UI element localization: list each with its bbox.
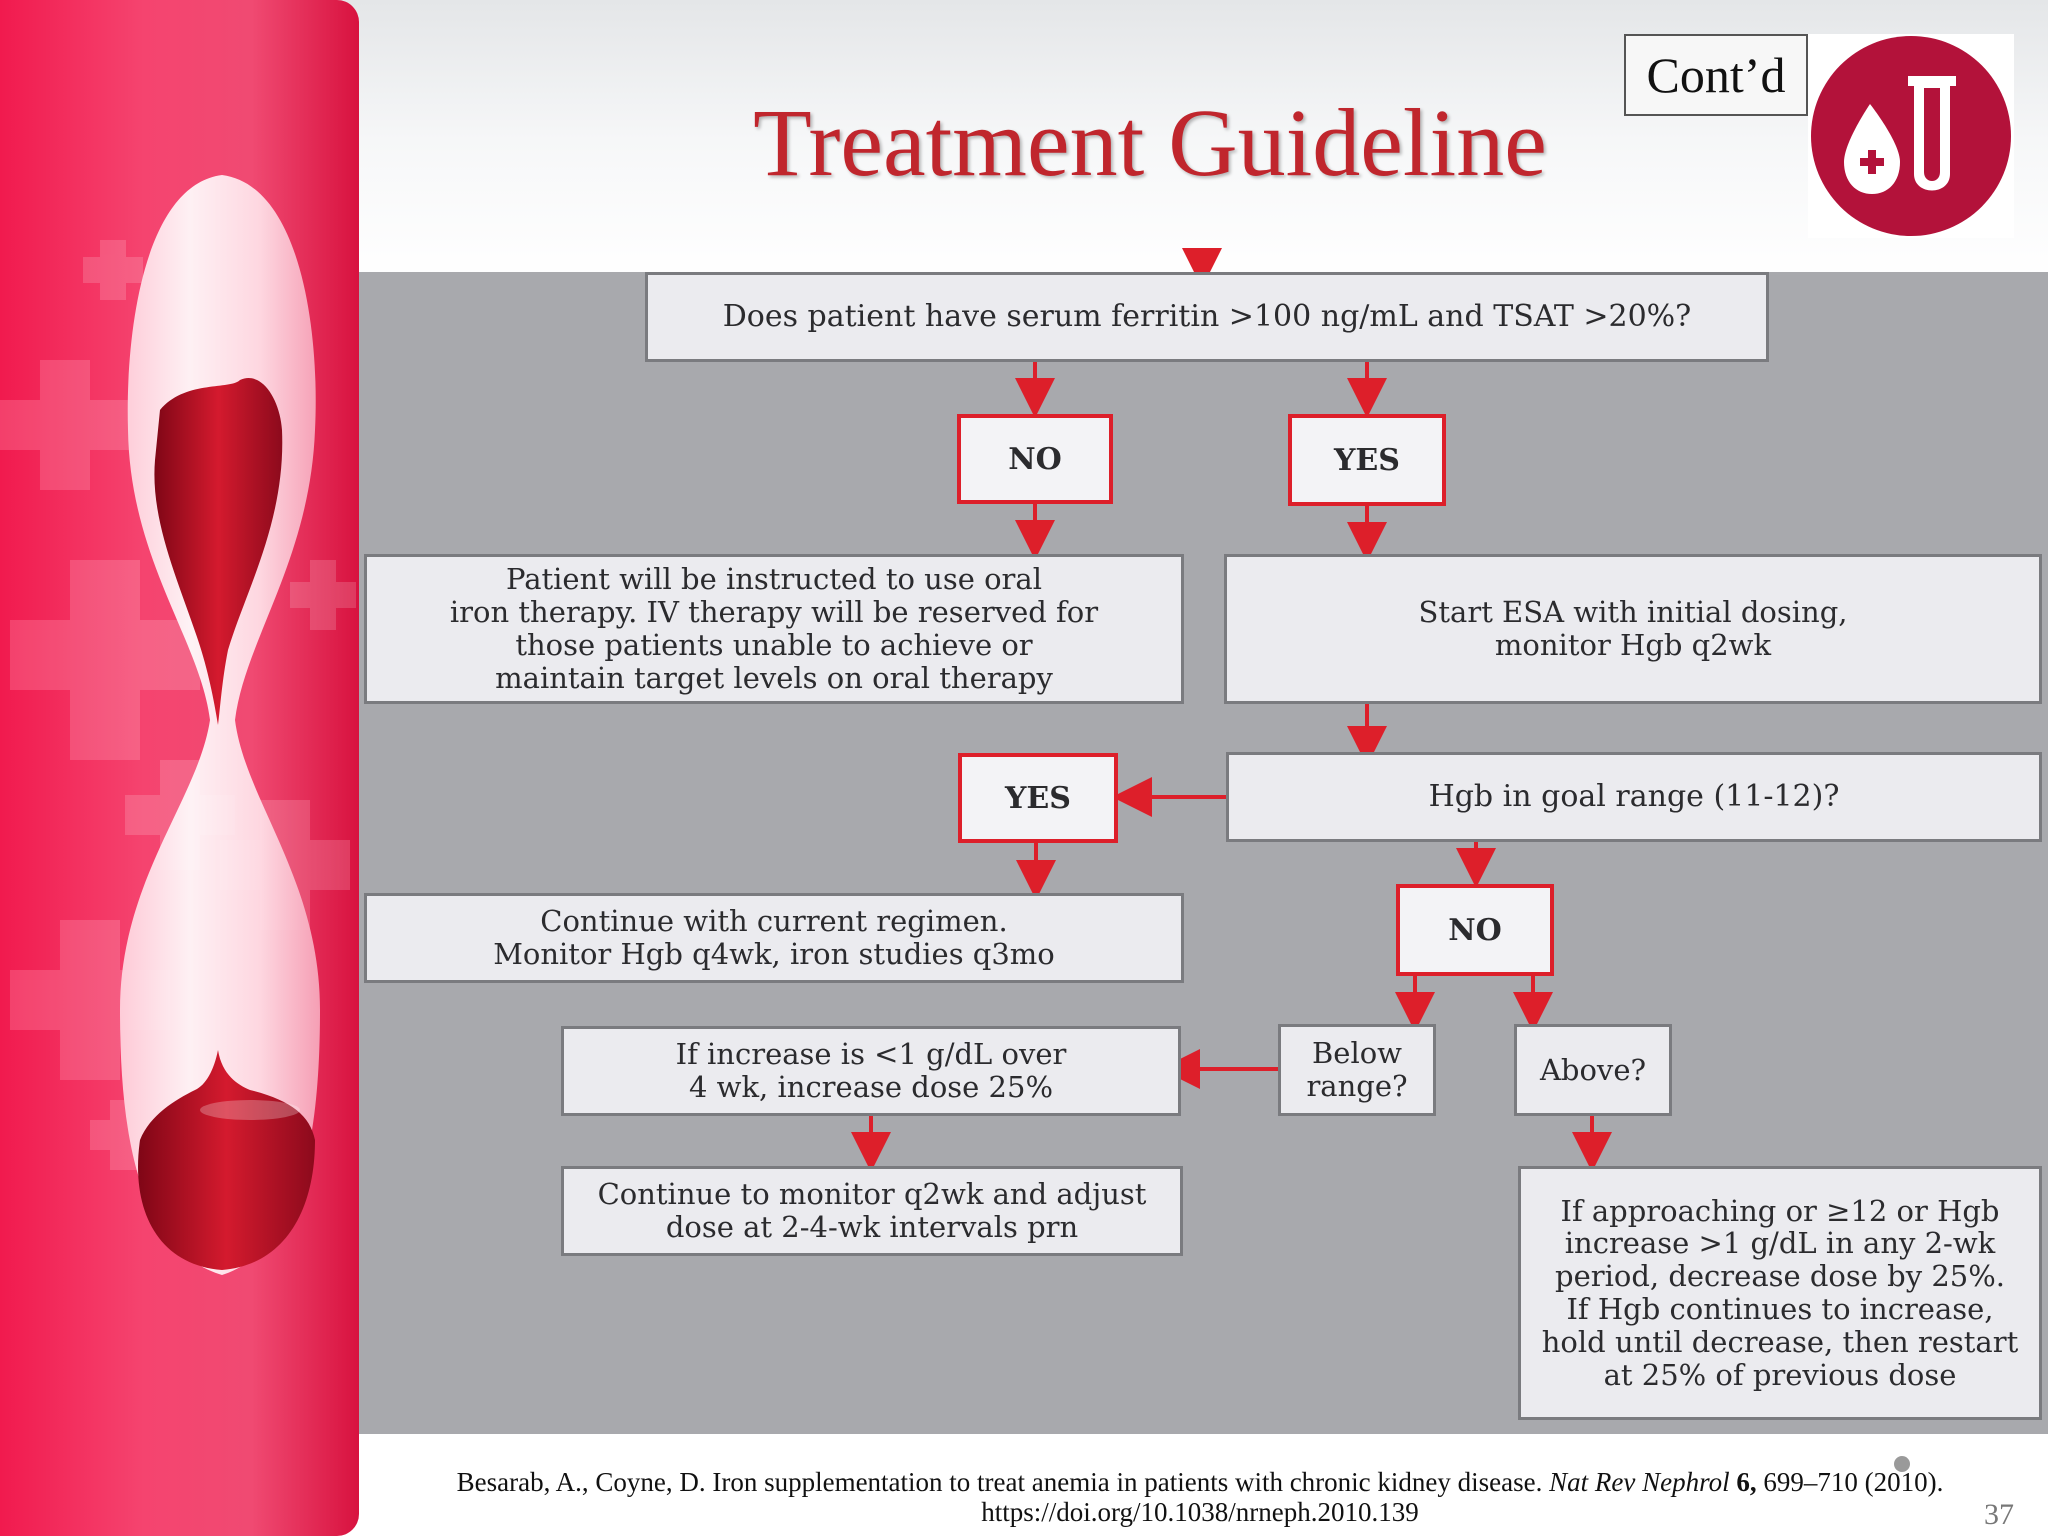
- no-decision-1: NO: [957, 414, 1113, 504]
- citation-doi-link[interactable]: https://doi.org/10.1038/nrneph.2010.139: [981, 1496, 1419, 1527]
- no-decision-2: NO: [1396, 884, 1554, 976]
- citation-line-1: Besarab, A., Coyne, D. Iron supplementat…: [456, 1467, 1944, 1497]
- decrease-dose-box: If approaching or ≥12 or Hgb increase >1…: [1518, 1166, 2042, 1420]
- above-range-box: Above?: [1514, 1024, 1672, 1116]
- yes-decision-2: YES: [958, 753, 1118, 843]
- medical-cross-pattern: [0, 240, 356, 1170]
- oral-iron-box: Patient will be instructed to use oral i…: [364, 554, 1184, 704]
- hourglass-illustration: [0, 175, 356, 1275]
- continue-regimen-box: Continue with current regimen. Monitor H…: [364, 893, 1184, 983]
- increase-dose-box: If increase is <1 g/dL over 4 wk, increa…: [561, 1026, 1181, 1116]
- monitor-q2wk-box: Continue to monitor q2wk and adjust dose…: [561, 1166, 1183, 1256]
- slide-nav-dot[interactable]: [1894, 1456, 1910, 1472]
- yes-decision-1: YES: [1288, 414, 1446, 506]
- continued-label: Cont’d: [1624, 34, 1808, 116]
- start-esa-box: Start ESA with initial dosing, monitor H…: [1224, 554, 2042, 704]
- page-number: 37: [1984, 1498, 2014, 1531]
- hgb-goal-question-box: Hgb in goal range (11-12)?: [1226, 752, 2042, 842]
- decorative-side-panel: [0, 0, 359, 1536]
- slide-title: Treatment Guideline: [753, 89, 1547, 196]
- blood-drop-test-tube-icon: [1808, 34, 2014, 238]
- ferritin-question-box: Does patient have serum ferritin >100 ng…: [645, 272, 1769, 362]
- citation: Besarab, A., Coyne, D. Iron supplementat…: [370, 1467, 2030, 1527]
- below-range-box: Below range?: [1278, 1024, 1436, 1116]
